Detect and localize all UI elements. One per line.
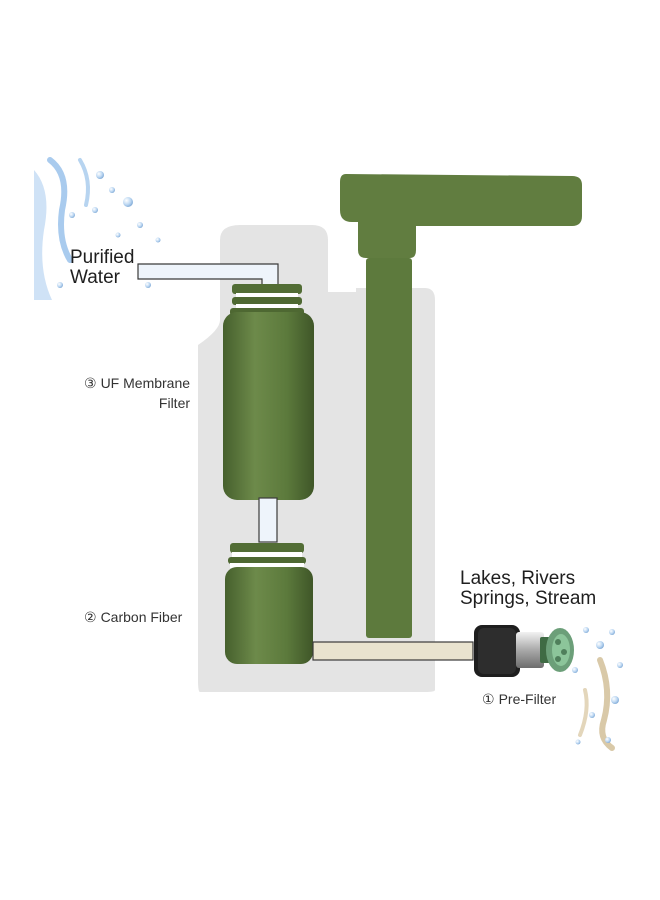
uf-membrane-line2: Filter — [158, 395, 191, 411]
pre-filter-marker: ① — [482, 692, 495, 708]
water-splash-source — [572, 627, 623, 751]
pre-filter — [474, 625, 574, 677]
water-source-line1: Lakes, Rivers — [460, 568, 576, 589]
purified-water-line2: Water — [70, 267, 120, 288]
uf-membrane-line1: UF Membrane — [100, 375, 191, 391]
carbon-filter-rings — [228, 543, 306, 568]
carbon-fiber-marker: ② — [84, 610, 97, 626]
intake-hose — [312, 641, 474, 661]
water-source-line2: Springs, Stream — [460, 588, 597, 609]
uf-membrane-filter — [223, 312, 314, 500]
pump-handle — [340, 174, 582, 638]
uf-membrane-marker: ③ — [84, 376, 97, 392]
pre-filter-text: Pre-Filter — [498, 691, 557, 707]
carbon-fiber-text: Carbon Fiber — [100, 609, 183, 625]
carbon-fiber-filter — [225, 567, 313, 664]
connector-tube — [258, 497, 278, 543]
water-splash-clean — [34, 155, 161, 303]
purified-water-label: Purified Water — [70, 248, 134, 288]
purified-water-line1: Purified — [70, 247, 135, 268]
water-source-label: Lakes, Rivers Springs, Stream — [460, 569, 596, 609]
uf-filter-rings — [230, 284, 304, 316]
